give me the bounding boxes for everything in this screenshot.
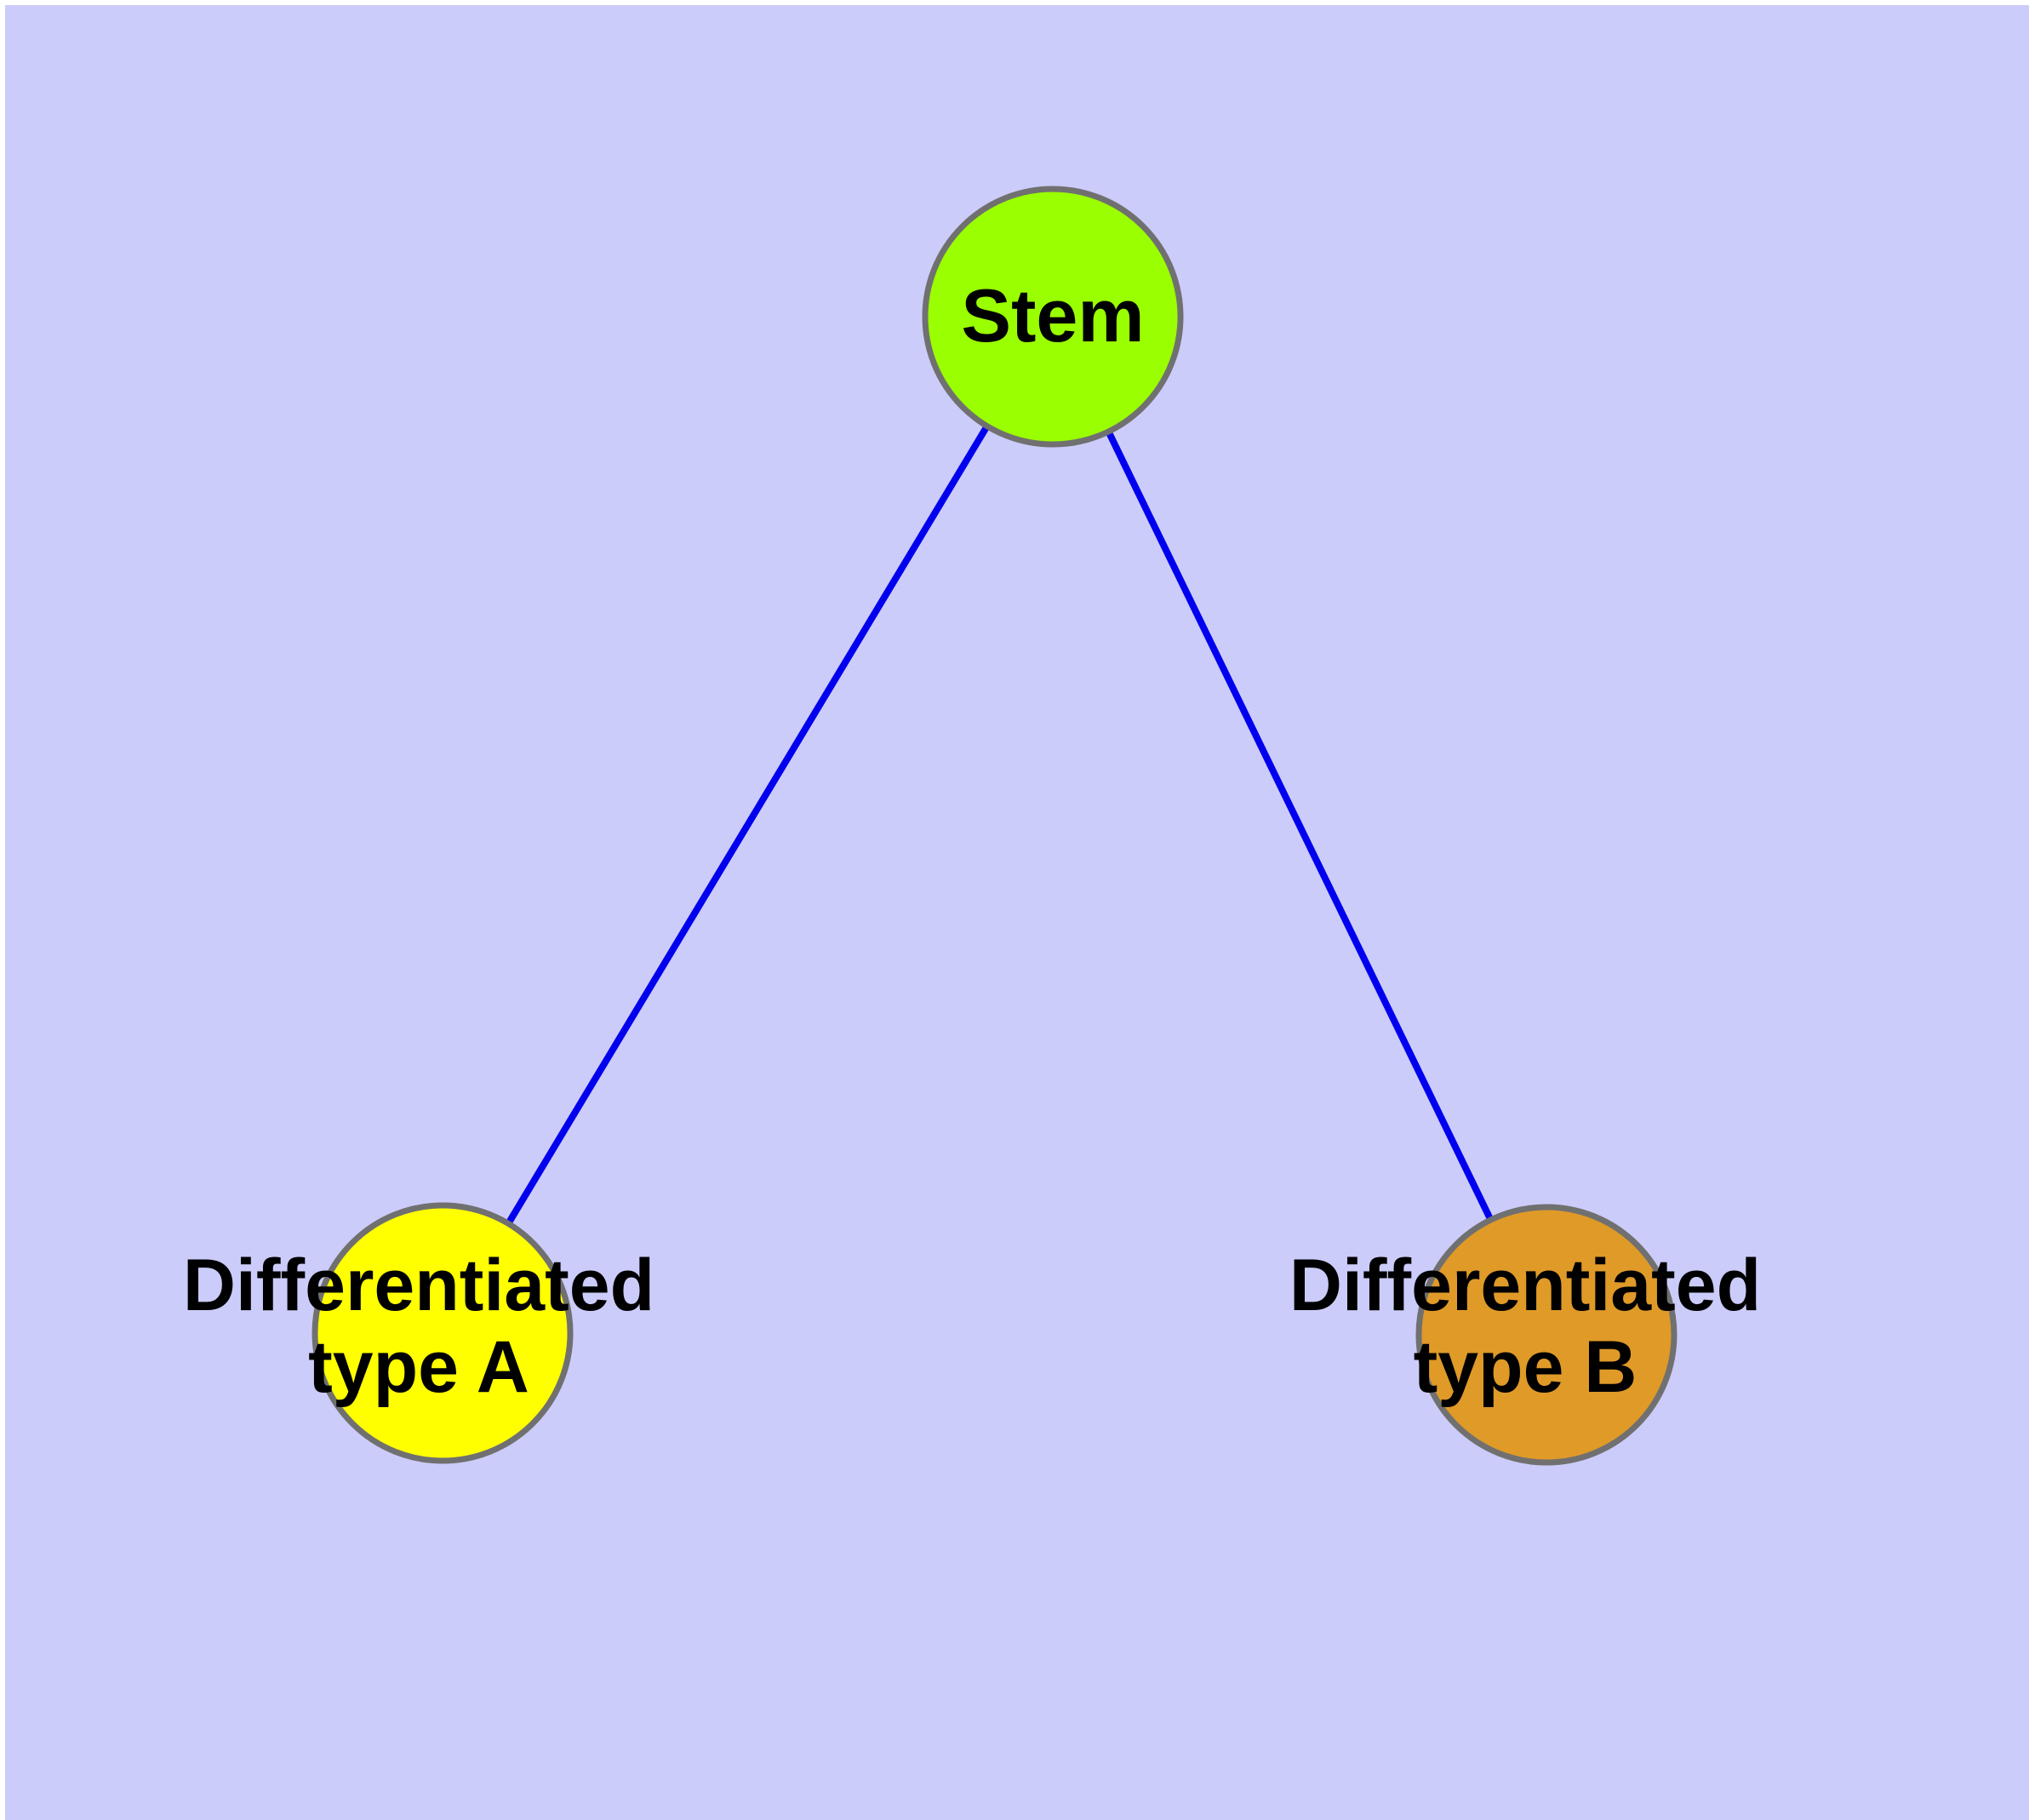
node-label-line: Stem: [961, 273, 1144, 358]
graph-node-stem[interactable]: Stem: [922, 186, 1184, 448]
node-label-stem: Stem: [961, 273, 1144, 358]
node-label-line: Differentiated: [1289, 1245, 1761, 1326]
node-circle-diff_a[interactable]: [311, 1202, 574, 1464]
node-label-line: type A: [308, 1326, 529, 1408]
edge-stem-diff-a[interactable]: [439, 314, 1056, 1336]
node-label-line: type B: [1414, 1326, 1637, 1408]
edges-layer: [439, 314, 1550, 1336]
node-circle-diff_b[interactable]: [1415, 1204, 1677, 1466]
node-circle-stem[interactable]: [922, 186, 1184, 448]
edge-stem-diff-b[interactable]: [1049, 315, 1550, 1336]
node-label-line: Differentiated: [183, 1245, 654, 1326]
